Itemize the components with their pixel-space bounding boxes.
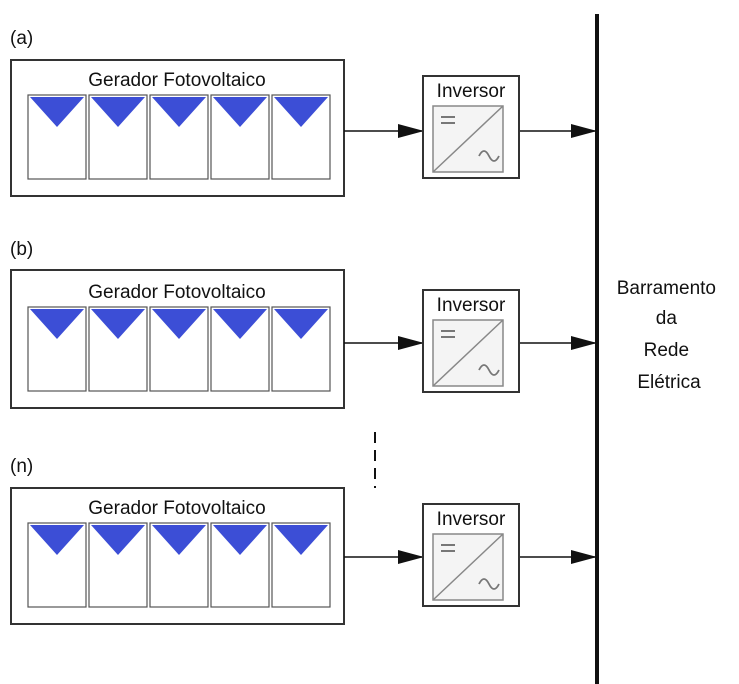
pv-panel-group xyxy=(27,522,331,608)
dc-ac-converter-icon xyxy=(432,533,504,601)
bus-label-line: Barramento xyxy=(617,278,716,299)
pv-row-n: (n) Gerador Fotovoltaico Inversor xyxy=(10,456,597,625)
inverter-block: Inversor xyxy=(422,503,520,607)
row-tag: (b) xyxy=(10,239,33,260)
solar-panel-icon xyxy=(210,306,270,392)
solar-panel-icon xyxy=(149,94,209,180)
bus-label: Barramento da Rede Elétrica xyxy=(617,278,722,393)
pv-generator-label: Gerador Fotovoltaico xyxy=(88,282,265,303)
solar-panel-icon xyxy=(210,522,270,608)
pv-panel-group xyxy=(27,94,331,180)
solar-panel-icon xyxy=(27,94,87,180)
pv-generator-label: Gerador Fotovoltaico xyxy=(88,70,265,91)
dc-ac-converter-icon xyxy=(432,105,504,173)
solar-panel-icon xyxy=(27,522,87,608)
row-tag: (a) xyxy=(10,28,33,49)
solar-panel-icon xyxy=(88,306,148,392)
solar-panel-icon xyxy=(271,94,331,180)
pv-row-a: (a) Gerador Fotovoltaico Inversor xyxy=(10,28,597,197)
inverter-block: Inversor xyxy=(422,75,520,179)
dc-ac-converter-icon xyxy=(432,319,504,387)
inverter-block: Inversor xyxy=(422,289,520,393)
solar-panel-icon xyxy=(88,522,148,608)
solar-panel-icon xyxy=(271,522,331,608)
pv-panel-group xyxy=(27,306,331,392)
inverter-label: Inversor xyxy=(437,81,506,102)
pv-generator-label: Gerador Fotovoltaico xyxy=(88,498,265,519)
solar-panel-icon xyxy=(271,306,331,392)
solar-panel-icon xyxy=(210,94,270,180)
solar-panel-icon xyxy=(88,94,148,180)
solar-panel-icon xyxy=(149,522,209,608)
inverter-label: Inversor xyxy=(437,295,506,316)
solar-panel-icon xyxy=(149,306,209,392)
bus-label-line: da xyxy=(656,308,678,329)
row-tag: (n) xyxy=(10,456,33,477)
pv-row-b: (b) Gerador Fotovoltaico Inversor xyxy=(10,239,597,409)
bus-label-line: Elétrica xyxy=(637,372,701,393)
inverter-label: Inversor xyxy=(437,509,506,530)
solar-panel-icon xyxy=(27,306,87,392)
bus-label-line: Rede xyxy=(644,340,689,361)
